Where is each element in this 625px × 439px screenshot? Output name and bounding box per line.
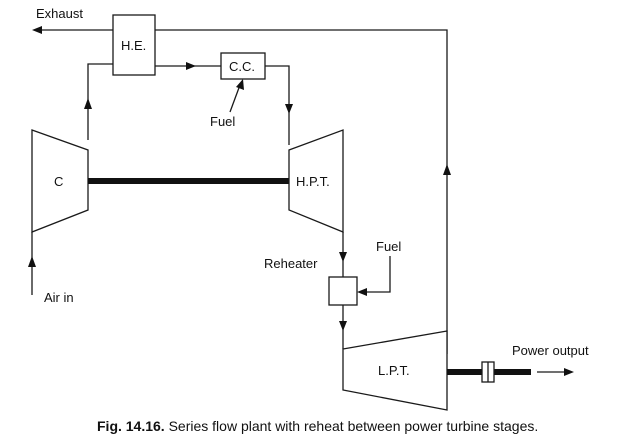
lp-turbine-shape — [342, 330, 448, 411]
exhaust-line — [32, 26, 451, 354]
power-output-arrow — [537, 368, 574, 376]
compressor-shape — [31, 129, 89, 233]
cc-to-hpt-line — [265, 65, 293, 145]
fuel-reheater-label: Fuel — [376, 239, 401, 254]
combustion-chamber-label: C.C. — [229, 59, 255, 74]
lp-turbine-label: L.P.T. — [378, 363, 410, 378]
fuel-cc-label: Fuel — [210, 114, 235, 129]
he-to-cc-line — [155, 62, 221, 70]
compressor-label: C — [54, 174, 63, 189]
hpt-to-reheater-line — [339, 232, 347, 277]
power-output-label: Power output — [512, 343, 589, 358]
figure-caption: Fig. 14.16. Series flow plant with rehea… — [97, 418, 538, 434]
air-in-label: Air in — [44, 290, 74, 305]
fuel-cc-arrow — [229, 79, 244, 113]
figure-number: Fig. 14.16. — [97, 418, 165, 434]
figure-caption-text: Series flow plant with reheat between po… — [165, 418, 539, 434]
reheater-to-lpt-line — [339, 305, 347, 349]
hp-turbine-label: H.P.T. — [296, 174, 330, 189]
reheater-box — [328, 276, 358, 306]
reheater-label: Reheater — [264, 256, 318, 271]
heat-exchanger-label: H.E. — [121, 38, 146, 53]
air-in-arrow — [28, 232, 36, 295]
exhaust-label: Exhaust — [36, 6, 83, 21]
fuel-reheater-arrow — [357, 256, 391, 296]
heat-exchanger-box — [112, 14, 156, 76]
compressor-to-he-line — [84, 63, 113, 140]
